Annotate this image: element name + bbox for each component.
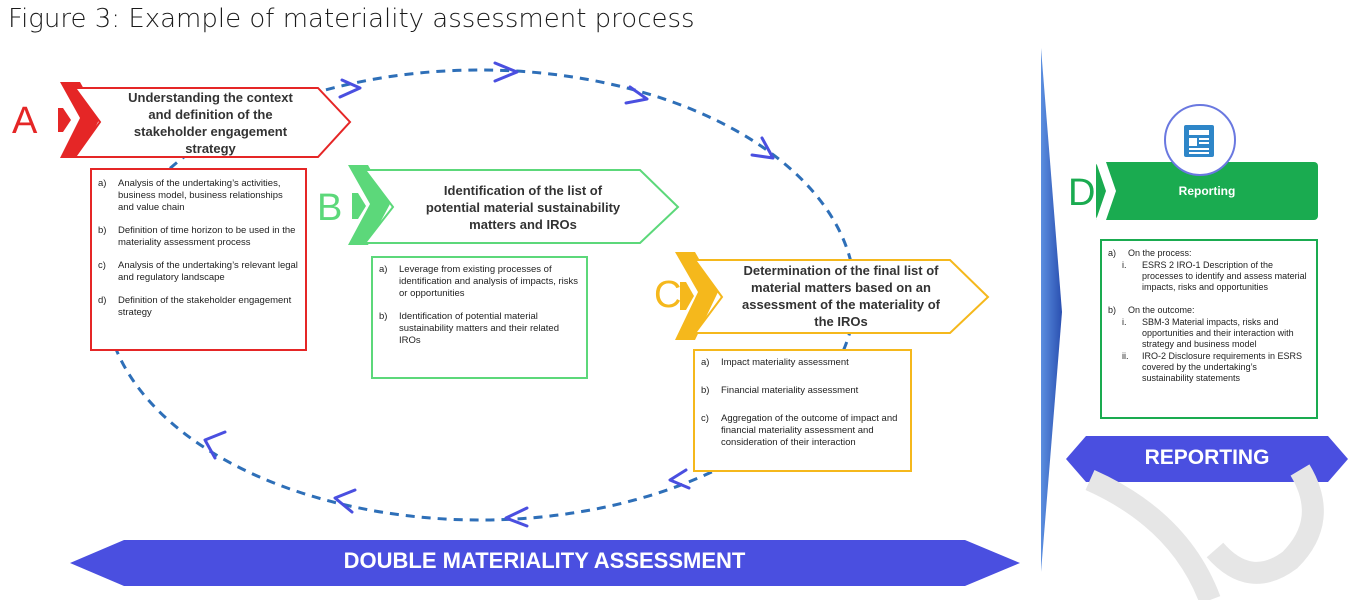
cycle-arrowhead <box>668 468 691 490</box>
cycle-arrowhead <box>333 488 357 514</box>
cycle-arrowhead <box>338 78 362 99</box>
cycle-arrowhead <box>750 136 775 160</box>
document-icon <box>1184 125 1214 157</box>
stage-a-title: Understanding the context and definition… <box>128 90 293 156</box>
stage-d-details: a)On the process: i.ESRS 2 IRO-1 Descrip… <box>1100 239 1318 419</box>
reporting-banner <box>1066 436 1348 482</box>
list-item: a)Leverage from existing processes of id… <box>379 264 578 299</box>
section-divider <box>1041 48 1062 572</box>
stage-d-letter: D <box>1068 172 1096 214</box>
stage-c-inner-chevron <box>680 282 694 310</box>
list-item: c)Analysis of the undertaking’s relevant… <box>98 260 298 283</box>
cycle-arrowhead <box>624 85 649 105</box>
stage-b-inner-chevron <box>352 193 366 219</box>
list-item: a)Impact materiality assessment <box>701 357 849 368</box>
watermark-stroke <box>1085 469 1221 600</box>
stage-c-title: Determination of the final list of mater… <box>742 263 940 329</box>
stage-b-chevron <box>348 165 390 245</box>
stage-a-arrow <box>73 87 352 158</box>
list-item: a)Analysis of the undertaking’s activiti… <box>98 178 283 213</box>
list-item: b)Financial materiality assessment <box>701 385 859 396</box>
double-materiality-banner <box>70 540 1020 586</box>
stage-b-letter: B <box>317 187 343 229</box>
double-materiality-label: DOUBLE MATERIALITY ASSESSMENT <box>343 548 746 573</box>
stage-b-arrow <box>362 169 680 244</box>
list-item: b)Definition of time horizon to be used … <box>98 225 296 248</box>
stage-b-details: a)Leverage from existing processes of id… <box>371 256 588 379</box>
reporting-banner-label: REPORTING <box>1144 446 1270 469</box>
stage-a-details: a)Analysis of the undertaking’s activiti… <box>90 168 307 351</box>
figure-title: Figure 3: Example of materiality assessm… <box>8 4 695 34</box>
stage-d-title: Reporting <box>1178 183 1236 198</box>
stage-c-details: a)Impact materiality assessment b)Financ… <box>693 349 912 472</box>
stage-b-title: Identification of the list of potential … <box>425 182 621 232</box>
list-item: b)Identification of potential material s… <box>379 311 559 346</box>
stage-c-letter: C <box>654 274 682 316</box>
list-item: c)Aggregation of the outcome of impact a… <box>701 413 898 448</box>
stage-a-inner-chevron <box>58 108 71 132</box>
stage-d-header <box>1096 162 1318 220</box>
stage-a-letter: A <box>12 100 38 142</box>
cycle-arrowhead <box>493 61 519 83</box>
list-item: a)On the process: i.ESRS 2 IRO-1 Descrip… <box>1108 248 1307 292</box>
stage-c-arrow <box>693 259 990 334</box>
watermark-stroke <box>1206 464 1324 584</box>
list-item: d)Definition of the stakeholder engageme… <box>98 295 292 318</box>
cycle-arrowhead <box>504 506 529 528</box>
list-item: b)On the outcome: i.SBM-3 Material impac… <box>1108 305 1303 383</box>
stage-d-notch <box>1096 162 1116 220</box>
cycle-arrowhead <box>203 430 227 460</box>
